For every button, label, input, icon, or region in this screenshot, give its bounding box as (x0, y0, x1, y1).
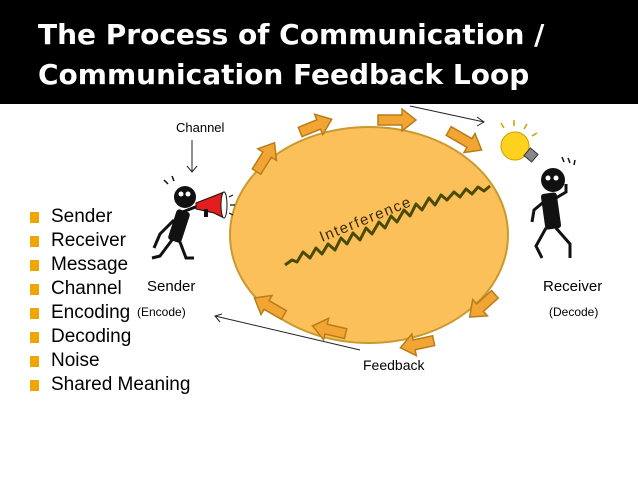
bullet-square-icon (30, 259, 39, 271)
slide-title-line-1: The Process of Communication / (38, 18, 545, 51)
receiver-figure-icon (530, 156, 576, 259)
flow-arrow-icon (251, 141, 278, 176)
bullet-square-icon (30, 283, 39, 295)
feedback-arrow-icon (399, 332, 436, 357)
bullet-square-icon (30, 355, 39, 367)
bullet-list: Sender Receiver Message Channel Encoding… (30, 205, 190, 397)
title-bar: The Process of Communication / Communica… (0, 0, 638, 104)
top-pointer-line (409, 105, 485, 123)
encode-label: (Encode) (137, 305, 186, 319)
feedback-arrow-icon (468, 289, 500, 318)
bullet-item: Channel (30, 277, 190, 301)
bullet-square-icon (30, 379, 39, 391)
interference-noise-line (284, 184, 491, 267)
sender-figure-icon (151, 175, 199, 260)
feedback-pointer-head-icon (214, 313, 223, 323)
bullet-square-icon (30, 235, 39, 247)
slide-title-line-2: Communication Feedback Loop (38, 58, 530, 91)
channel-label: Channel (176, 120, 225, 135)
megaphone-icon (195, 191, 235, 219)
sender-label: Sender (147, 278, 195, 295)
lightbulb-icon (500, 120, 539, 163)
bullet-item: Message (30, 253, 190, 277)
bullet-item: Decoding (30, 325, 190, 349)
bullet-item: Sender (30, 205, 190, 229)
feedback-label: Feedback (363, 357, 425, 373)
flow-arrow-icon (445, 125, 483, 154)
bullet-square-icon (30, 331, 39, 343)
bullet-item: Shared Meaning (30, 373, 190, 397)
bullet-square-icon (30, 307, 39, 319)
feedback-arrow-icon (311, 317, 348, 342)
bullet-item: Noise (30, 349, 190, 373)
message-circle (229, 126, 509, 344)
decode-label: (Decode) (549, 305, 598, 319)
receiver-label: Receiver (543, 278, 602, 295)
bullet-square-icon (30, 211, 39, 223)
flow-arrow-icon (377, 107, 418, 133)
channel-pointer-head-icon (186, 165, 198, 173)
feedback-pointer-line (214, 315, 361, 351)
bullet-item: Receiver (30, 229, 190, 253)
top-pointer-head-icon (476, 116, 485, 127)
feedback-arrow-icon (253, 294, 288, 321)
bullet-item: Encoding (30, 301, 190, 325)
flow-arrow-icon (297, 113, 333, 138)
